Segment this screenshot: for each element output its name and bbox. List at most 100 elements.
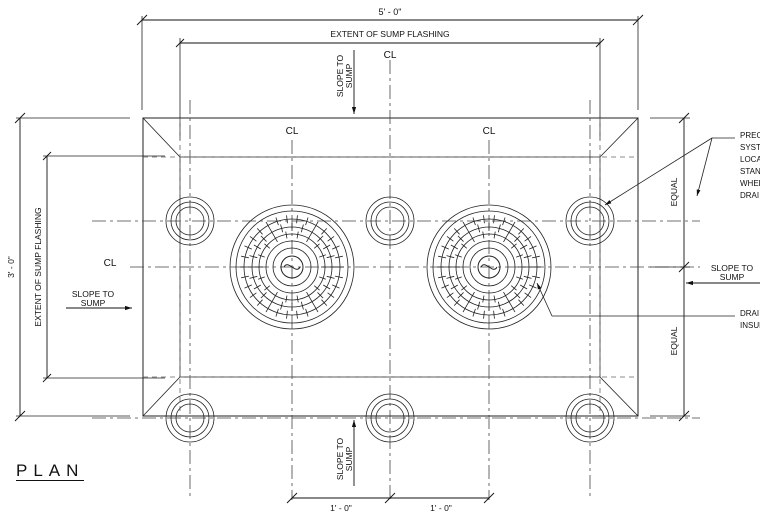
drain-grille-slot — [472, 217, 476, 226]
extent-left-label: EXTENT OF SUMP FLASHING — [33, 207, 43, 326]
drain-grille-slot — [296, 295, 299, 303]
drain-grille-slot — [306, 235, 311, 243]
drain-grille-slot — [296, 310, 298, 319]
drain-grille-slot — [493, 231, 496, 239]
drain-grille-slot — [524, 292, 532, 298]
drain-grille-slot — [493, 215, 495, 224]
drain-grille-slot — [510, 221, 516, 230]
drain-grille-slot — [296, 231, 299, 239]
drain-grille-slot — [309, 297, 315, 306]
drain-grille-slot — [327, 292, 335, 298]
overall-width-dimension: 5' - 0" — [136, 7, 644, 110]
drain-grille-slot — [510, 304, 516, 313]
svg-text:SLOPE TO: SLOPE TO — [335, 438, 345, 481]
drain-grille-slot — [446, 292, 454, 298]
drain-grille-slot — [264, 243, 271, 249]
svg-text:1' - 0": 1' - 0" — [430, 503, 452, 513]
drain-grille-slot — [446, 236, 454, 242]
drain-grille-slot — [249, 275, 258, 279]
drain-grille-slot — [275, 308, 279, 317]
centerline-symbols: CL CL CL CL — [104, 50, 496, 269]
drain-grille-slot — [516, 254, 523, 258]
drain-grille-slot — [446, 255, 455, 259]
svg-text:SLOPE TO: SLOPE TO — [711, 263, 754, 273]
drain-grille-slot — [529, 284, 537, 289]
svg-text:SUMP: SUMP — [720, 272, 745, 282]
drain-grille-slot — [457, 235, 464, 242]
drain-grille-slot — [470, 235, 475, 243]
drain-grille-slot — [516, 276, 523, 280]
drain-grille-slot — [244, 245, 252, 250]
drain-grille-slot — [453, 299, 460, 306]
drain-grille-slot — [286, 215, 288, 224]
note-leaders — [536, 137, 735, 317]
drain-grille-slot — [461, 243, 468, 249]
drain-grille-slot — [260, 235, 267, 242]
drain-grille-slot — [477, 224, 481, 233]
svg-text:DRAI: DRAI — [740, 309, 759, 318]
drain-grille-slot — [317, 235, 324, 242]
drain-grille-slot — [518, 228, 525, 235]
drain-grille-slot — [462, 304, 468, 313]
drain-grille-slot — [249, 255, 258, 259]
drain-grille-slot — [264, 285, 271, 291]
drain-grille-slot — [269, 228, 275, 237]
drain-grille-slot — [313, 221, 319, 230]
drain-grille-slot — [285, 295, 288, 303]
svg-text:PREC: PREC — [740, 131, 760, 140]
drain-grille-slot — [503, 291, 508, 299]
roof-drains — [229, 204, 552, 330]
drain-grille-slot — [241, 275, 250, 279]
drain-grille-slot — [514, 292, 521, 299]
equal-dimensions: EQUAL EQUAL — [650, 112, 690, 422]
drain-grille-slot — [455, 254, 462, 258]
drain-grille-slot — [502, 308, 506, 317]
drain-grille-slot — [483, 310, 485, 319]
drain-grille-slot — [482, 295, 485, 303]
drain-grille-slot — [280, 224, 284, 233]
drain-grille-slot — [523, 275, 532, 279]
extent-top-label: EXTENT OF SUMP FLASHING — [330, 29, 449, 39]
drain-grille-slot — [519, 284, 528, 290]
drain-grille-slot — [249, 236, 257, 242]
drain-grille-slot — [466, 228, 472, 237]
offset-dimensions: 1' - 0" 1' - 0" — [286, 492, 495, 513]
slope-right: SLOPE TO SUMP — [686, 263, 760, 286]
drain-grille-slot — [321, 228, 328, 235]
svg-text:STAN: STAN — [740, 167, 760, 176]
roof-drain-left — [229, 204, 355, 330]
svg-text:CL: CL — [483, 126, 496, 137]
drain-grille-slot — [306, 291, 311, 299]
overall-height-label: 3' - 0" — [6, 256, 16, 278]
svg-text:INSUL: INSUL — [740, 321, 760, 330]
drain-grille-slot — [506, 297, 512, 306]
drain-grille-slot — [265, 304, 271, 313]
drain-grille-slot — [285, 231, 288, 239]
drain-grille-slot — [305, 308, 309, 317]
notes: PREC SYST LOCA STAN WHER DRAI DRAI INSUL — [740, 131, 760, 330]
svg-text:SLOPE TO: SLOPE TO — [335, 55, 345, 98]
drain-grille-slot — [531, 255, 540, 259]
drain-grille-slot — [438, 275, 447, 279]
drain-grille-slot — [269, 297, 275, 306]
drain-grille-slot — [321, 299, 328, 306]
drain-grille-slot — [273, 235, 278, 243]
drain-grille-slot — [482, 231, 485, 239]
drain-grille-slot — [455, 276, 462, 280]
svg-text:WHER: WHER — [740, 179, 760, 188]
drain-grille-slot — [313, 304, 319, 313]
extent-left-dimension: EXTENT OF SUMP FLASHING — [33, 151, 165, 383]
drain-grille-slot — [518, 299, 525, 306]
svg-text:1' - 0": 1' - 0" — [330, 503, 352, 513]
drain-grille-slot — [497, 224, 501, 233]
drain-grille-slot — [322, 284, 331, 290]
drain-grille-slot — [332, 284, 340, 289]
drain-grille-slot — [438, 255, 447, 259]
drain-grille-slot — [529, 245, 537, 250]
drain-grille-slot — [265, 221, 271, 230]
drain-grille-slot — [514, 235, 521, 242]
svg-text:CL: CL — [384, 50, 397, 61]
drain-grille-slot — [477, 301, 481, 310]
svg-text:DRAI: DRAI — [740, 191, 759, 200]
drain-grille-slot — [309, 228, 315, 237]
